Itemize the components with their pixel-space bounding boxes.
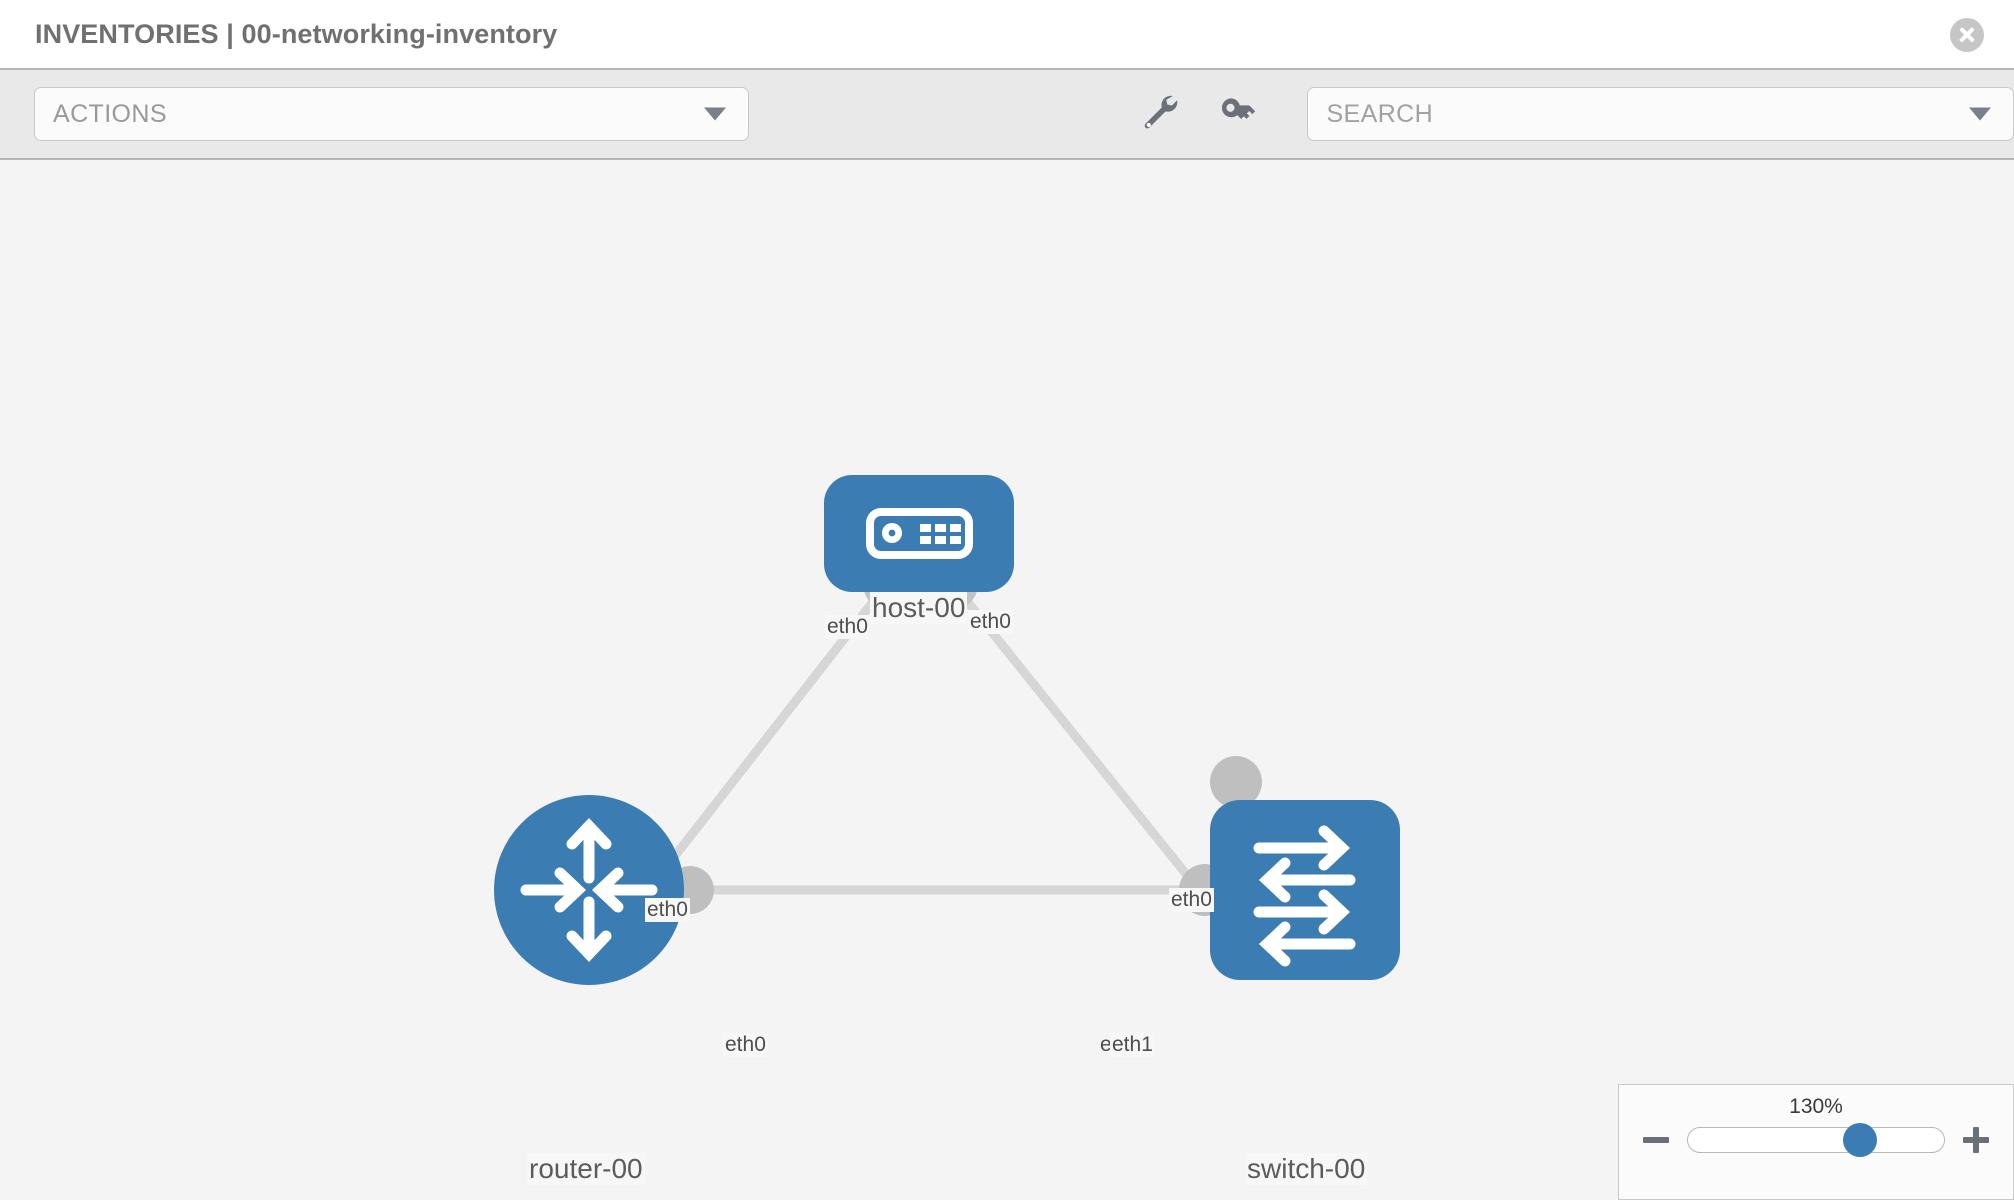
actions-dropdown-label: ACTIONS [53, 99, 167, 128]
iface-label-router-right: eth0 [723, 1033, 768, 1057]
iface-label-switch-up: eth0 [1169, 888, 1214, 912]
node-label-switch-00: switch-00 [1245, 1153, 1368, 1185]
chevron-down-icon[interactable] [1969, 107, 1991, 121]
zoom-slider-thumb[interactable] [1842, 1123, 1877, 1157]
close-icon[interactable] [1950, 18, 1984, 52]
connector-switch-top[interactable] [1210, 756, 1262, 808]
topology-graph [494, 475, 1400, 985]
zoom-level-value: 130% [1789, 1095, 1843, 1118]
search-input[interactable] [1326, 99, 1967, 129]
minus-icon[interactable] [1643, 1127, 1669, 1153]
topology-canvas[interactable]: eth0 eth0 eth0 eth0 eth0 eth0 eth1 host-… [0, 160, 2014, 1200]
toolbar-icons [1139, 91, 1259, 138]
key-icon[interactable] [1217, 91, 1259, 138]
node-host-00[interactable] [824, 475, 1014, 592]
page-title: INVENTORIES | 00-networking-inventory [35, 18, 558, 49]
server-icon [866, 508, 973, 559]
page-header: INVENTORIES | 00-networking-inventory [0, 0, 2014, 68]
search-box[interactable] [1307, 87, 2014, 141]
zoom-slider-track[interactable] [1687, 1123, 1945, 1157]
node-label-host-00: host-00 [870, 592, 968, 624]
iface-label-host-left: eth0 [825, 615, 870, 639]
iface-label-switch-left: eth1 [1110, 1033, 1155, 1057]
actions-dropdown[interactable]: ACTIONS [34, 87, 750, 141]
iface-label-host-right: eth0 [968, 610, 1013, 634]
node-router-00[interactable] [494, 795, 684, 985]
router-arrows-icon [520, 817, 658, 963]
zoom-slider-row [1643, 1123, 1989, 1157]
node-label-router-00: router-00 [527, 1153, 645, 1185]
node-switch-00[interactable] [1210, 800, 1400, 980]
toolbar: ACTIONS [0, 68, 2014, 160]
iface-label-router-up: eth0 [645, 898, 690, 922]
zoom-control-panel: 130% [1618, 1084, 2014, 1200]
plus-icon[interactable] [1963, 1127, 1989, 1153]
chevron-down-icon [704, 107, 727, 121]
switch-arrows-icon [1253, 825, 1356, 967]
wrench-icon[interactable] [1139, 91, 1181, 138]
